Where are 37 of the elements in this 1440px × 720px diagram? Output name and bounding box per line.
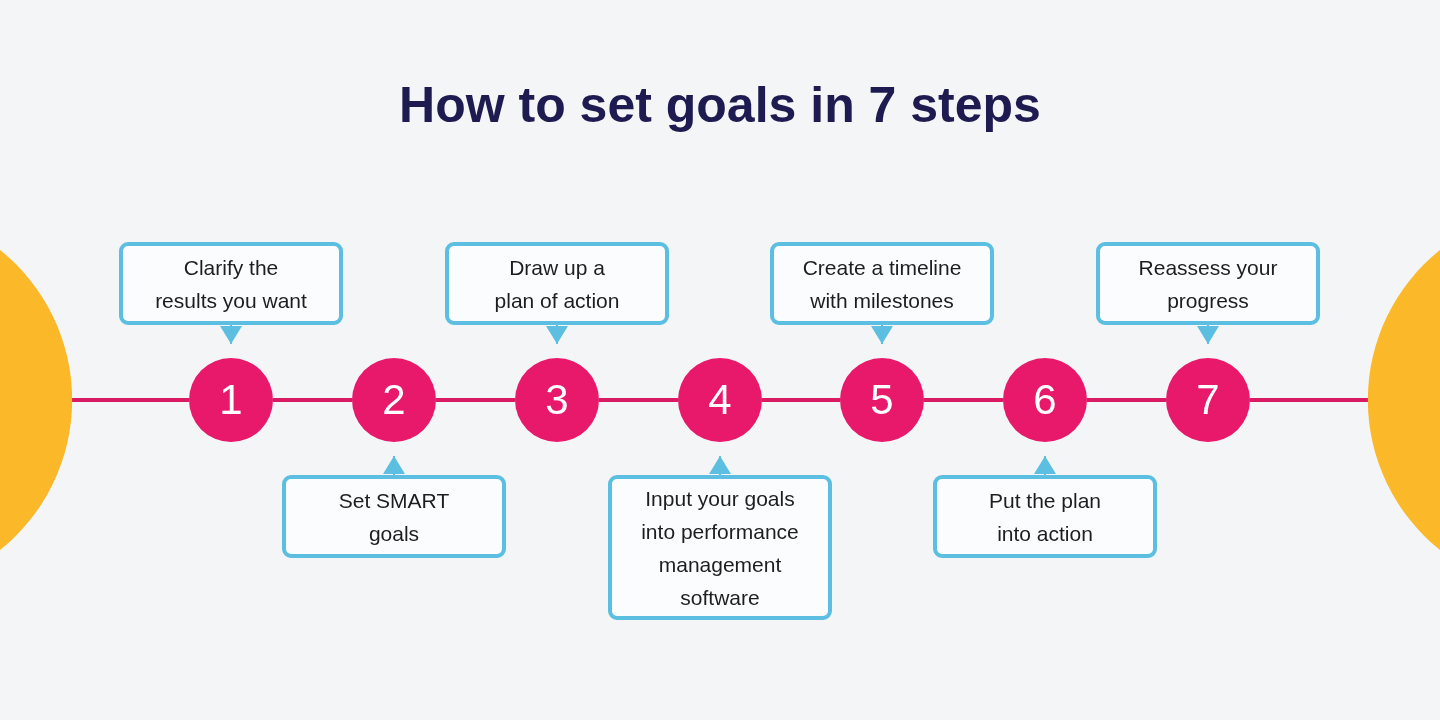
callout-pointer <box>383 455 405 476</box>
step-number: 6 <box>1033 378 1057 422</box>
step-text: Clarify the results you want <box>154 254 308 314</box>
callout-pointer <box>1197 324 1219 345</box>
step-number: 4 <box>708 378 732 422</box>
callout-box <box>445 242 669 325</box>
step-text: Reassess your progress <box>1137 254 1279 314</box>
connector-line <box>599 398 678 402</box>
step-number: 2 <box>382 378 406 422</box>
step-text: Draw up a plan of action <box>493 254 621 314</box>
callout-box <box>933 475 1157 558</box>
connector-line <box>1087 398 1166 402</box>
callout-box <box>608 475 832 620</box>
callout-box <box>119 242 343 325</box>
connector-line <box>1250 398 1368 402</box>
connector-line <box>436 398 515 402</box>
step-number: 7 <box>1196 378 1220 422</box>
callout-box <box>282 475 506 558</box>
callout-pointer <box>709 455 731 476</box>
step-text: Set SMART goals <box>337 487 451 547</box>
step-number: 1 <box>219 378 243 422</box>
step-text: Input your goals into performance management software <box>640 485 800 611</box>
connector-line <box>273 398 352 402</box>
connector-line <box>924 398 1003 402</box>
step-text: Create a timeline with milestones <box>801 254 963 314</box>
title: How to set goals in 7 steps <box>399 76 1041 135</box>
step-number: 3 <box>545 378 569 422</box>
callout-pointer <box>871 324 893 345</box>
step-number: 5 <box>870 378 894 422</box>
step-text: Put the plan into action <box>987 487 1103 547</box>
callout-pointer <box>1034 455 1056 476</box>
connector-line <box>72 398 189 402</box>
connector-line <box>762 398 840 402</box>
callout-box <box>1096 242 1320 325</box>
callout-box <box>770 242 994 325</box>
callout-pointer <box>546 324 568 345</box>
callout-pointer <box>220 324 242 345</box>
